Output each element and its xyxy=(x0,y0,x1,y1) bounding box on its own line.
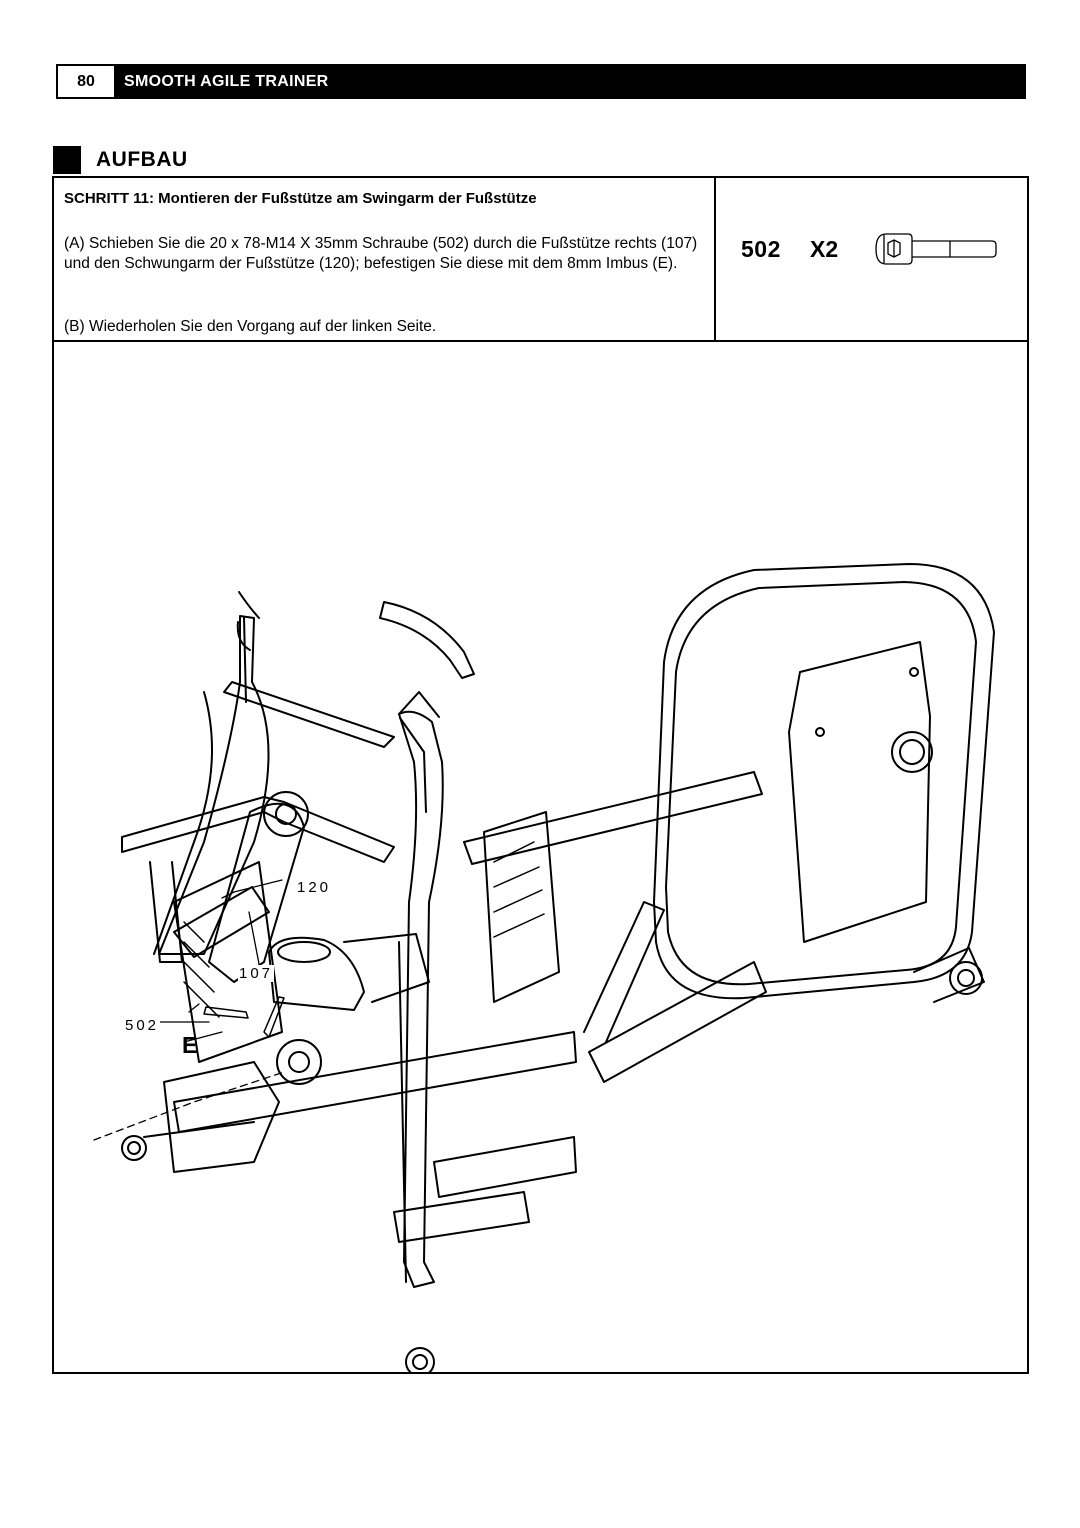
callout-bolt: 502 xyxy=(124,1017,161,1034)
elliptical-trainer-assembly-drawing xyxy=(93,563,995,1377)
section-title: AUFBAU xyxy=(96,148,188,171)
page-number: 80 xyxy=(58,66,116,97)
callout-hex-key: E xyxy=(182,1032,198,1058)
step-box: SCHRITT 11: Montieren der Fußstütze am S… xyxy=(52,176,1029,1377)
assembly-diagram: 120 107 502 E xyxy=(54,342,1027,1377)
parts-panel: 502 X2 xyxy=(716,178,1027,342)
step-text-b: (B) Wiederholen Sie den Vorgang auf der … xyxy=(64,318,437,335)
part-quantity: X2 xyxy=(810,236,839,262)
callout-foot-rest: 107 xyxy=(238,965,275,982)
instructions-panel: SCHRITT 11: Montieren der Fußstütze am S… xyxy=(54,178,716,342)
step-text-a: (A) Schieben Sie die 20 x 78-M14 X 35mm … xyxy=(64,235,698,272)
hex-socket-bolt-icon xyxy=(875,233,997,265)
section-marker xyxy=(53,146,81,174)
callout-swing-arm: 120 xyxy=(296,879,333,896)
document-title: SMOOTH AGILE TRAINER xyxy=(124,73,329,90)
part-id: 502 xyxy=(741,236,781,262)
step-heading: SCHRITT 11: Montieren der Fußstütze am S… xyxy=(64,190,537,207)
header-bar: 80 SMOOTH AGILE TRAINER xyxy=(56,64,1026,99)
